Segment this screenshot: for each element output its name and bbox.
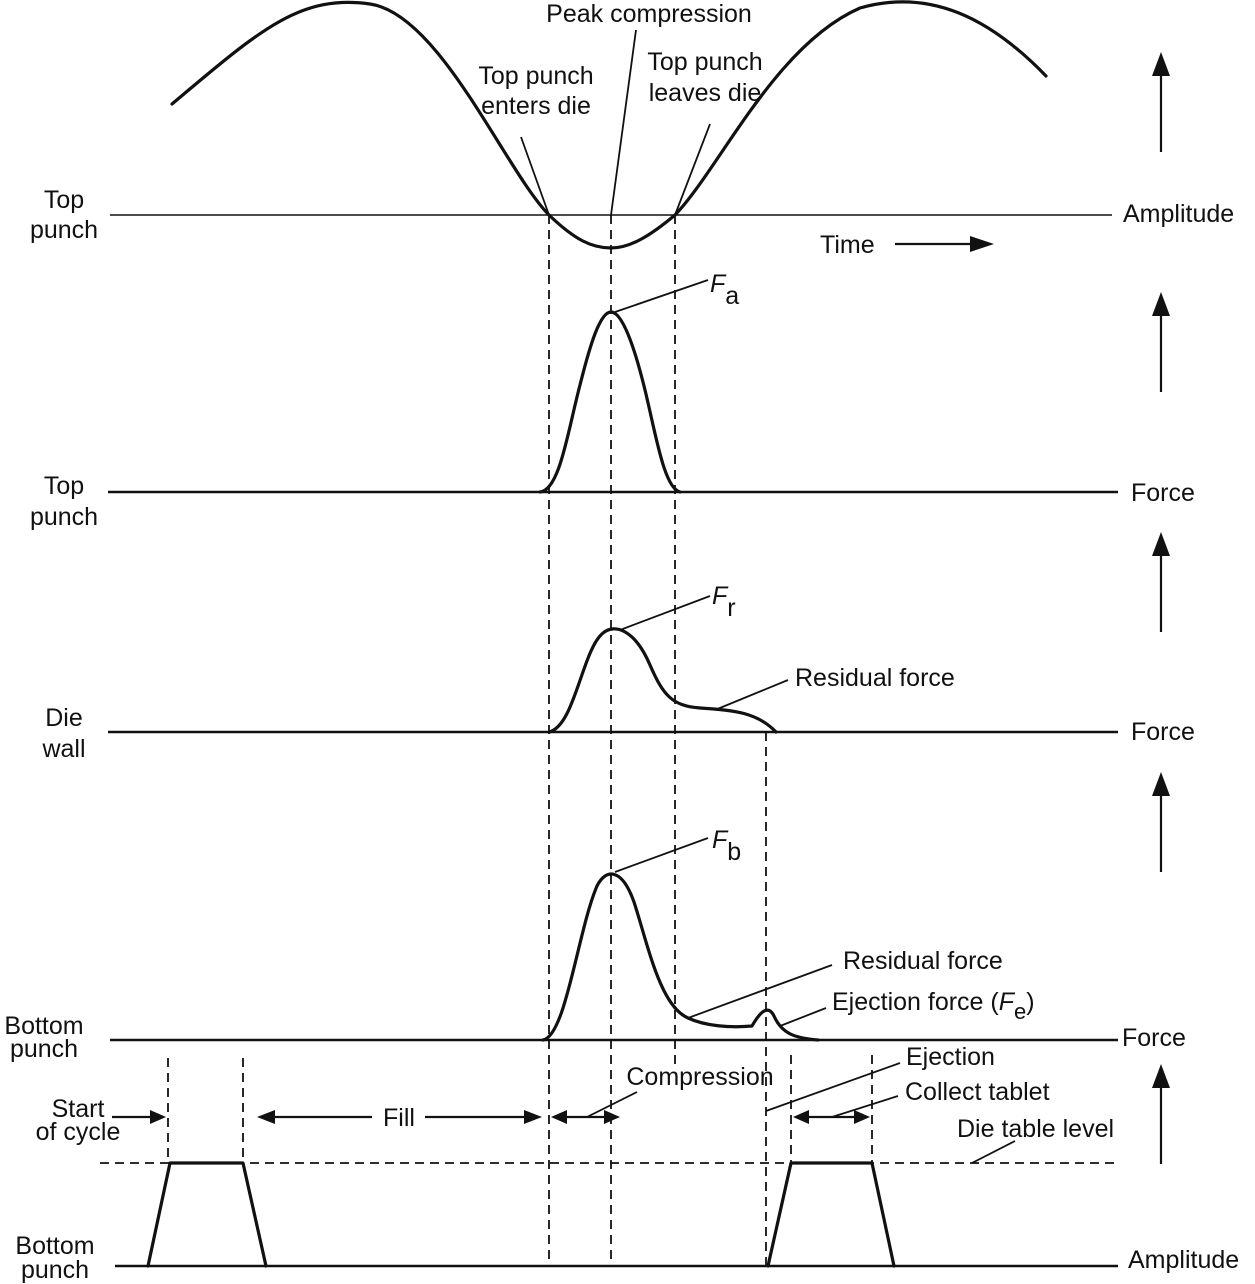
force-up-arrow-top-punch [1152,292,1170,392]
label-time: Time [820,231,875,259]
row-label-bottom-punch-force-1: Bottom [4,1012,83,1040]
row-label-bottom-punch-disp-2: punch [21,1256,89,1284]
leader-residual-die-wall [714,679,789,711]
label-fb: Fb [712,826,741,866]
start-of-cycle-arrow [112,1110,166,1124]
leader-top-punch-leaves [674,123,711,216]
label-residual-force-die-wall: Residual force [795,664,955,692]
row-label-top-punch-disp-1: Top [44,186,84,214]
label-top-punch-enters-1: Top punch [478,62,593,90]
fill-span-arrow [257,1110,542,1124]
row-label-die-wall-1: Die [45,704,83,732]
leader-die-table-level [971,1140,1016,1164]
label-compression: Compression [626,1063,773,1091]
leader-ejection-force [779,1007,827,1027]
label-fill: Fill [383,1104,415,1132]
label-fr: Fr [712,582,736,622]
die-wall-force-curve [547,627,778,734]
amplitude-up-arrow-bottom [1152,1064,1170,1164]
row-label-die-wall-2: wall [41,735,85,763]
label-collect-tablet: Collect tablet [905,1078,1050,1106]
axis-label-force-top-punch: Force [1131,479,1195,507]
axis-label-force-bottom-punch: Force [1122,1024,1186,1052]
bottom-punch-force-curve [541,872,820,1042]
axis-label-amplitude-bottom: Amplitude [1128,1246,1239,1274]
label-ejection: Ejection [906,1043,995,1071]
label-top-punch-leaves-2: leaves die [649,79,762,107]
label-residual-force-bottom: Residual force [843,947,1003,975]
row-label-bottom-punch-force-2: punch [10,1035,78,1063]
top-punch-displacement-curve [170,0,1048,250]
label-die-table-level: Die table level [957,1115,1114,1143]
label-top-punch-leaves-1: Top punch [647,48,762,76]
label-top-punch-enters-2: enters die [481,92,591,120]
time-arrow [895,236,994,252]
leader-fb [614,837,709,873]
leader-top-punch-enters [520,136,550,216]
label-fa: Fa [710,270,739,310]
leader-ejection [765,1062,901,1112]
compression-span-arrow [551,1110,620,1124]
label-peak-compression: Peak compression [546,0,752,28]
row-label-bottom-punch-disp-1: Bottom [15,1232,94,1260]
force-up-arrow-die-wall [1152,532,1170,632]
label-start-of-cycle-2: of cycle [36,1118,121,1146]
amplitude-up-arrow-top [1152,52,1170,152]
force-up-arrow-bottom-punch [1152,772,1170,872]
collect-tablet-span-arrow [793,1110,870,1124]
leader-collect-tablet [831,1095,899,1118]
row-label-top-punch-force-2: punch [30,503,98,531]
leader-fa [614,279,709,313]
axis-label-force-die-wall: Force [1131,718,1195,746]
label-ejection-force: Ejection force (Fe) [832,988,1035,1024]
leader-compression [586,1091,638,1118]
leader-fr [619,595,711,631]
row-label-top-punch-force-1: Top [44,472,84,500]
bottom-punch-displacement-curve [146,1161,896,1268]
leader-peak-compression [610,29,637,216]
axis-label-amplitude-top: Amplitude [1123,200,1234,228]
row-label-top-punch-disp-2: punch [30,216,98,244]
leader-residual-bottom [687,964,833,1019]
label-start-of-cycle-1: Start [52,1095,105,1123]
top-punch-force-curve [538,310,682,494]
